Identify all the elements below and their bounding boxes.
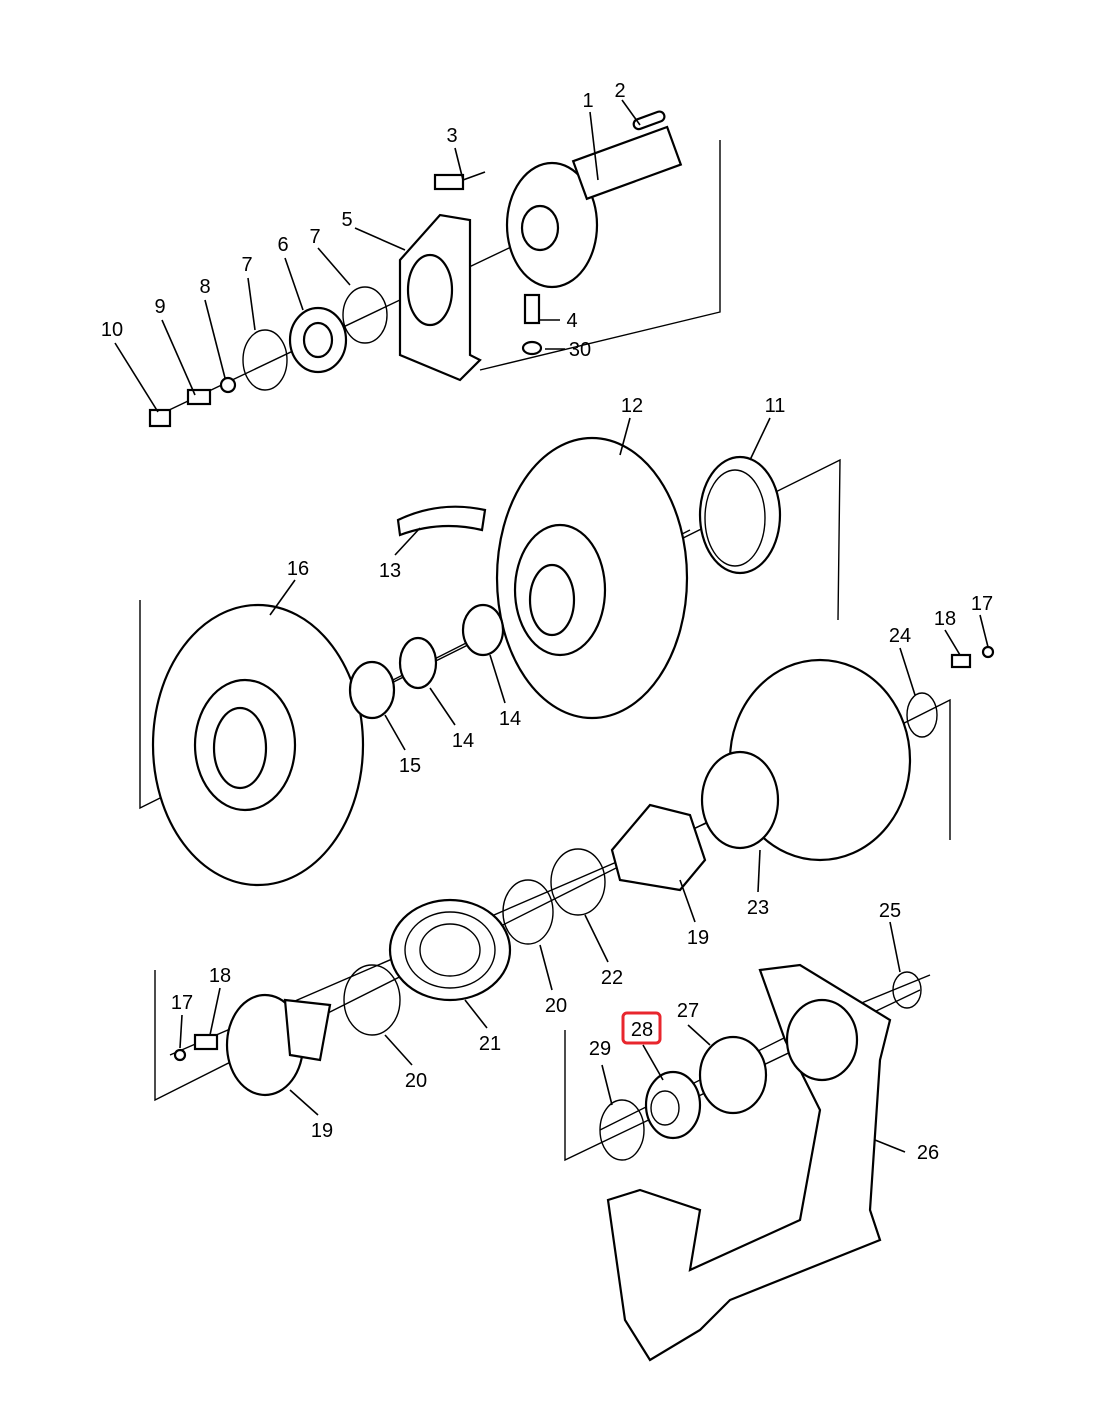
callout-3: 3	[446, 125, 457, 147]
callout-18a: 18	[934, 608, 956, 630]
callout-22: 22	[601, 967, 623, 989]
callout-30: 30	[569, 339, 591, 361]
callout-6: 6	[277, 234, 288, 256]
callout-17b: 17	[171, 992, 193, 1014]
shaft-assembly	[148, 110, 683, 428]
bolt-4	[523, 293, 541, 325]
callout-labels: 1 2 3 4 5 6 7 7 8 9 10 30 12 11 13 16 15…	[101, 80, 993, 1164]
snap-ring-24	[906, 692, 938, 738]
callout-14b: 14	[499, 708, 521, 730]
callout-5: 5	[341, 209, 352, 231]
spring-21	[388, 898, 512, 1002]
callout-7b: 7	[241, 254, 252, 276]
cap-17b	[173, 1048, 187, 1062]
callout-29: 29	[589, 1038, 611, 1060]
callout-4: 4	[566, 310, 577, 332]
bushing-15	[348, 660, 396, 720]
callout-10: 10	[101, 319, 123, 341]
callout-21: 21	[479, 1033, 501, 1055]
frame-lower	[154, 698, 951, 1102]
leader-lines	[114, 99, 989, 1153]
bushing-11	[698, 455, 782, 575]
shaft	[571, 125, 683, 201]
bushing-27	[698, 1035, 768, 1115]
ring-20a	[502, 879, 554, 945]
ring-20b	[343, 964, 401, 1036]
callout-28[interactable]: 28	[631, 1019, 653, 1041]
bolt-3	[433, 173, 465, 191]
callout-24: 24	[889, 625, 911, 647]
bushing-14a	[398, 636, 438, 690]
callout-16: 16	[287, 558, 309, 580]
callout-20b: 20	[405, 1070, 427, 1092]
callout-18b: 18	[209, 965, 231, 987]
callout-26: 26	[917, 1142, 939, 1164]
key	[632, 110, 666, 131]
callout-19b: 19	[311, 1120, 333, 1142]
cam-19a	[610, 803, 707, 892]
bearing-28	[644, 1070, 702, 1140]
callout-12: 12	[621, 395, 643, 417]
wear-pad-13	[396, 505, 487, 537]
callout-20a: 20	[545, 995, 567, 1017]
callout-17a: 17	[971, 593, 993, 615]
sheave-assembly	[151, 436, 782, 887]
fitting-18a	[950, 653, 972, 669]
snap-ring-29	[599, 1099, 645, 1161]
callout-19a: 19	[687, 927, 709, 949]
callout-11: 11	[765, 395, 786, 417]
callout-23: 23	[747, 897, 769, 919]
driver-assembly	[173, 645, 995, 1362]
callout-13: 13	[379, 560, 401, 582]
fitting-9	[186, 388, 212, 406]
callout-1: 1	[582, 90, 593, 112]
washer-30	[521, 340, 543, 356]
callout-8: 8	[199, 276, 210, 298]
snap-ring-7b	[242, 329, 288, 391]
callout-9: 9	[154, 296, 165, 318]
callout-7a: 7	[309, 226, 320, 248]
cap-17a	[981, 645, 995, 659]
callout-2: 2	[614, 80, 625, 102]
fitting-18b	[193, 1033, 219, 1051]
washer-8	[219, 376, 237, 394]
ring-22	[550, 848, 606, 916]
fitting-10	[148, 408, 172, 428]
callout-14a: 14	[452, 730, 474, 752]
bushing-14b	[461, 603, 505, 657]
callout-25: 25	[879, 900, 901, 922]
snap-ring-25	[892, 971, 922, 1009]
snap-ring-7a	[342, 286, 388, 344]
frame-top	[479, 140, 721, 371]
callout-27: 27	[677, 1000, 699, 1022]
highlight-box-28[interactable]	[621, 1011, 662, 1045]
callout-15: 15	[399, 755, 421, 777]
